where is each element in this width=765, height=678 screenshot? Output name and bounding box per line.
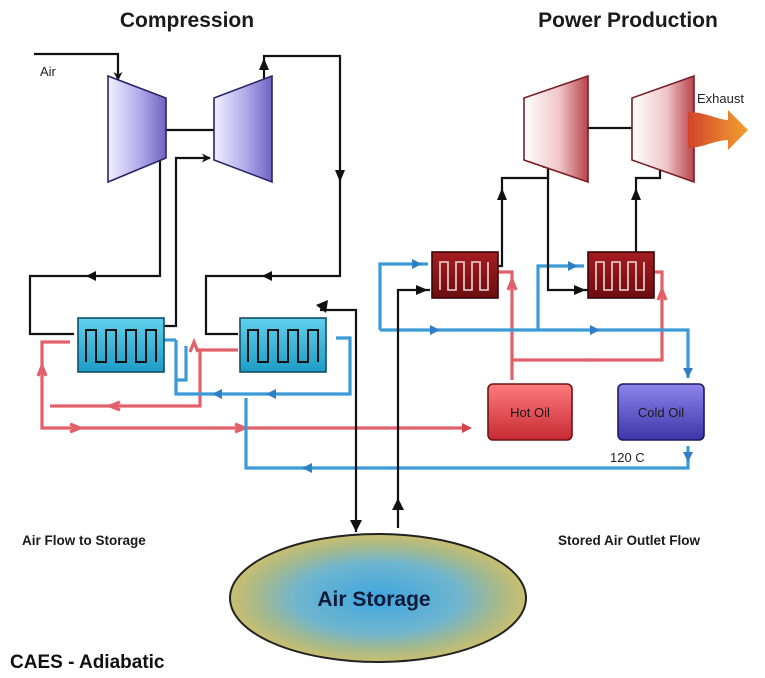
reheater1-hot-line	[498, 270, 514, 380]
air-flow-lines	[28, 52, 662, 532]
compressor-1	[107, 74, 167, 184]
reheater-2	[587, 251, 655, 299]
air-flow-to-storage-caption: Air Flow to Storage	[22, 533, 146, 548]
compressor-2	[213, 74, 273, 184]
hot-oil-lines	[36, 270, 668, 434]
air-inlet-label: Air	[40, 64, 57, 79]
power-production-heading: Power Production	[538, 9, 718, 32]
cold-oil-lines	[164, 259, 693, 473]
diagram-title: CAES - Adiabatic	[10, 652, 165, 673]
comp1-to-hx1	[28, 122, 162, 336]
hot-oil-tank: Hot Oil	[487, 383, 573, 441]
storage-to-reheater1	[396, 288, 430, 528]
hx1-hot-inlet	[40, 340, 70, 368]
air-storage-cavern	[229, 533, 527, 663]
turbine-2	[631, 74, 695, 184]
hx-cold-loop	[174, 336, 352, 396]
reheater1-to-turbine1	[498, 152, 550, 268]
temperature-label: 120 C	[610, 450, 645, 465]
exhaust-label: Exhaust	[697, 91, 744, 106]
cold-oil-supply-line	[380, 328, 690, 378]
air-storage-label: Air Storage	[317, 588, 430, 611]
hx2-hot-line	[50, 348, 238, 408]
reheater2-cold-line	[536, 264, 584, 330]
hot-oil-arrow	[69, 422, 85, 434]
stored-air-outlet-flow-caption: Stored Air Outlet Flow	[558, 533, 700, 548]
hot-oil-label: Hot Oil	[510, 405, 550, 420]
comp2-outlet-line	[262, 54, 342, 182]
turbine-1	[523, 74, 589, 184]
cold-oil-label: Cold Oil	[638, 405, 684, 420]
reheater-1	[431, 251, 499, 299]
hx2-to-storage	[320, 308, 358, 532]
air-inlet-line	[34, 52, 123, 81]
intercooler-1	[77, 317, 165, 373]
hx1-to-comp2	[164, 153, 211, 328]
exhaust-arrow	[688, 110, 748, 150]
hot-oil-supply-line	[40, 368, 468, 430]
compression-heading: Compression	[120, 9, 254, 32]
cold-oil-tank: Cold Oil	[617, 383, 705, 441]
comp2-to-hx2	[204, 182, 342, 336]
reheater1-cold-line	[378, 262, 428, 330]
intercooler-2	[239, 317, 327, 373]
